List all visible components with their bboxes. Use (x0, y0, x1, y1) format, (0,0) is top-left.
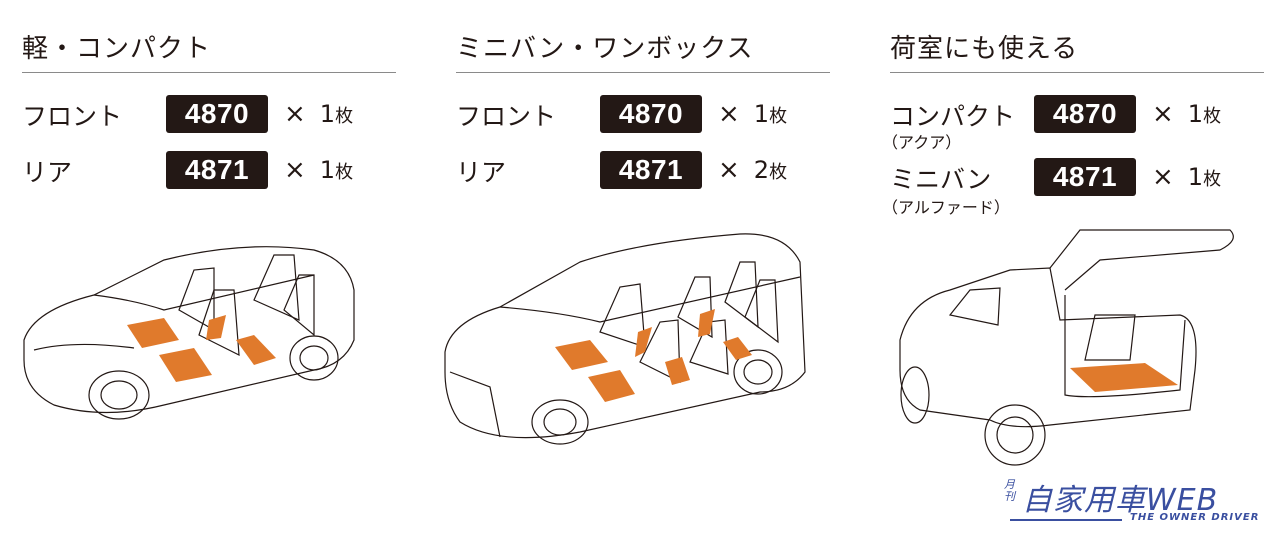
logo-tagline: THE OWNER DRIVER (1130, 512, 1260, 523)
product-code-badge: 4871 (1034, 158, 1136, 196)
quantity: ×1枚 (1152, 162, 1222, 192)
product-code-badge: 4871 (600, 151, 702, 189)
row-label: フロント (456, 102, 557, 131)
quantity: ×1枚 (718, 99, 788, 129)
column-compact: 軽・コンパクト フロント 4870 ×1枚 リア 4871 ×1枚 (0, 0, 420, 539)
logo-monthly-mark: 月刊 (1004, 478, 1015, 503)
quantity: ×2枚 (718, 155, 788, 185)
suv-cargo-illustration (899, 229, 1234, 466)
logo-underline (1010, 519, 1122, 521)
product-code-badge: 4870 (600, 95, 702, 133)
divider (890, 72, 1264, 73)
row-label: ミニバン (890, 165, 992, 194)
divider (456, 72, 830, 73)
logo-wordmark: 自家用車WEB (1022, 483, 1219, 518)
row-label: リア (456, 158, 507, 187)
row-sublabel: （アルファード） (882, 198, 1010, 217)
divider (22, 72, 396, 73)
column-minivan: ミニバン・ワンボックス フロント 4870 ×1枚 リア 4871 ×2枚 (430, 0, 850, 539)
row-rear: リア 4871 ×2枚 (430, 151, 850, 193)
row-compact: コンパクト （アクア） 4870 ×1枚 (860, 95, 1280, 152)
row-front: フロント 4870 ×1枚 (430, 95, 850, 137)
row-label: コンパクト (890, 102, 1016, 131)
quantity: ×1枚 (284, 99, 354, 129)
row-front: フロント 4870 ×1枚 (0, 95, 420, 137)
row-sublabel: （アクア） (882, 133, 962, 152)
product-code-badge: 4870 (166, 95, 268, 133)
product-code-badge: 4870 (1034, 95, 1136, 133)
product-code-badge: 4871 (166, 151, 268, 189)
jikayousha-web-logo: 月刊 自家用車WEB THE OWNER DRIVER (1000, 475, 1258, 527)
column-title: ミニバン・ワンボックス (456, 34, 754, 64)
column-title: 軽・コンパクト (22, 34, 212, 64)
column-cargo: 荷室にも使える コンパクト （アクア） 4870 ×1枚 ミニバン （アルファー… (860, 0, 1280, 539)
row-rear: リア 4871 ×1枚 (0, 151, 420, 193)
column-title: 荷室にも使える (890, 34, 1079, 64)
row-minivan: ミニバン （アルファード） 4871 ×1枚 (860, 158, 1280, 217)
minivan-illustration (444, 233, 806, 445)
quantity: ×1枚 (284, 155, 354, 185)
quantity: ×1枚 (1152, 99, 1222, 129)
compact-car-illustration (23, 246, 355, 420)
row-label: リア (22, 158, 73, 187)
row-label: フロント (22, 102, 123, 131)
